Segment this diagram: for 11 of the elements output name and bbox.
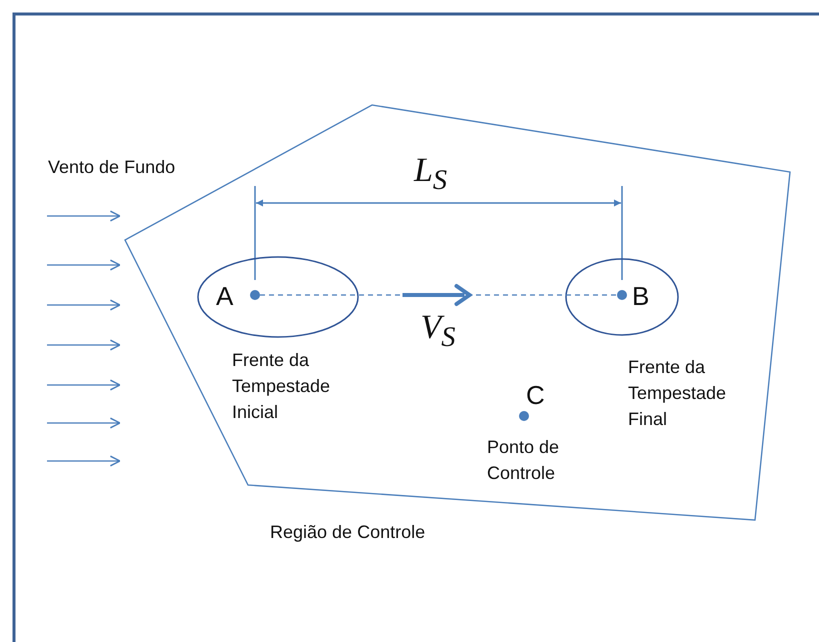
- wind-label: Vento de Fundo: [48, 156, 176, 179]
- front-label: Frente da Tempestade Final: [628, 356, 728, 431]
- point-label: B: [632, 281, 650, 311]
- dimension-label: L$_{S}$: [414, 152, 448, 197]
- point-caption: Ponto de Controle: [487, 436, 560, 485]
- connector-line: [260, 294, 617, 296]
- point-label: A: [216, 281, 234, 311]
- point-label: C: [526, 380, 545, 410]
- edge-label: V$_{S}$: [420, 309, 456, 354]
- front-label: Frente da Tempestade Inicial: [232, 349, 332, 424]
- region-label: Região de Controle: [270, 521, 426, 544]
